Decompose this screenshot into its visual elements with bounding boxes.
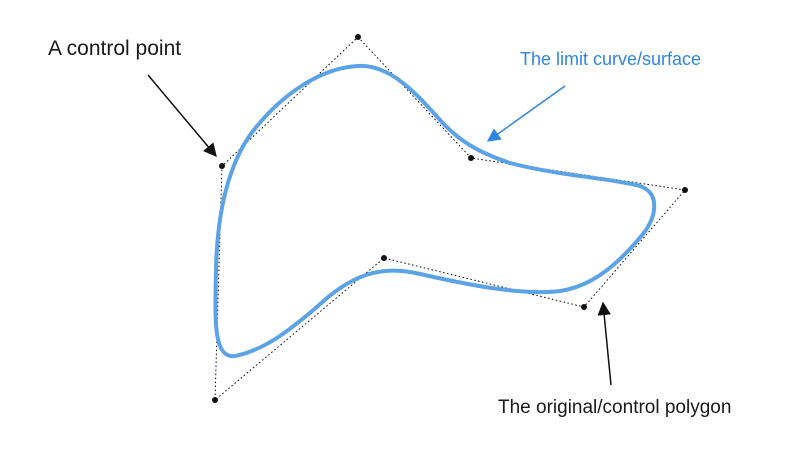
control-point-dot <box>355 34 361 40</box>
arrow-to-limit-curve <box>486 85 566 142</box>
control-point-dot <box>381 255 387 261</box>
limit-curve-label: The limit curve/surface <box>520 49 702 69</box>
control-points <box>212 34 688 403</box>
control-point-dot <box>581 304 587 310</box>
control-point-dot <box>219 163 225 169</box>
control-point-dot <box>468 155 474 161</box>
control-point-dot <box>212 397 218 403</box>
control-polygon-label: The original/control polygon <box>498 397 732 418</box>
control-point-dot <box>682 187 688 193</box>
arrow-to-control-point <box>147 74 217 158</box>
arrow-to-control-polygon <box>597 301 612 386</box>
control-point-label: A control point <box>48 37 182 60</box>
control-polygon <box>214 36 686 402</box>
limit-curve <box>213 63 657 359</box>
